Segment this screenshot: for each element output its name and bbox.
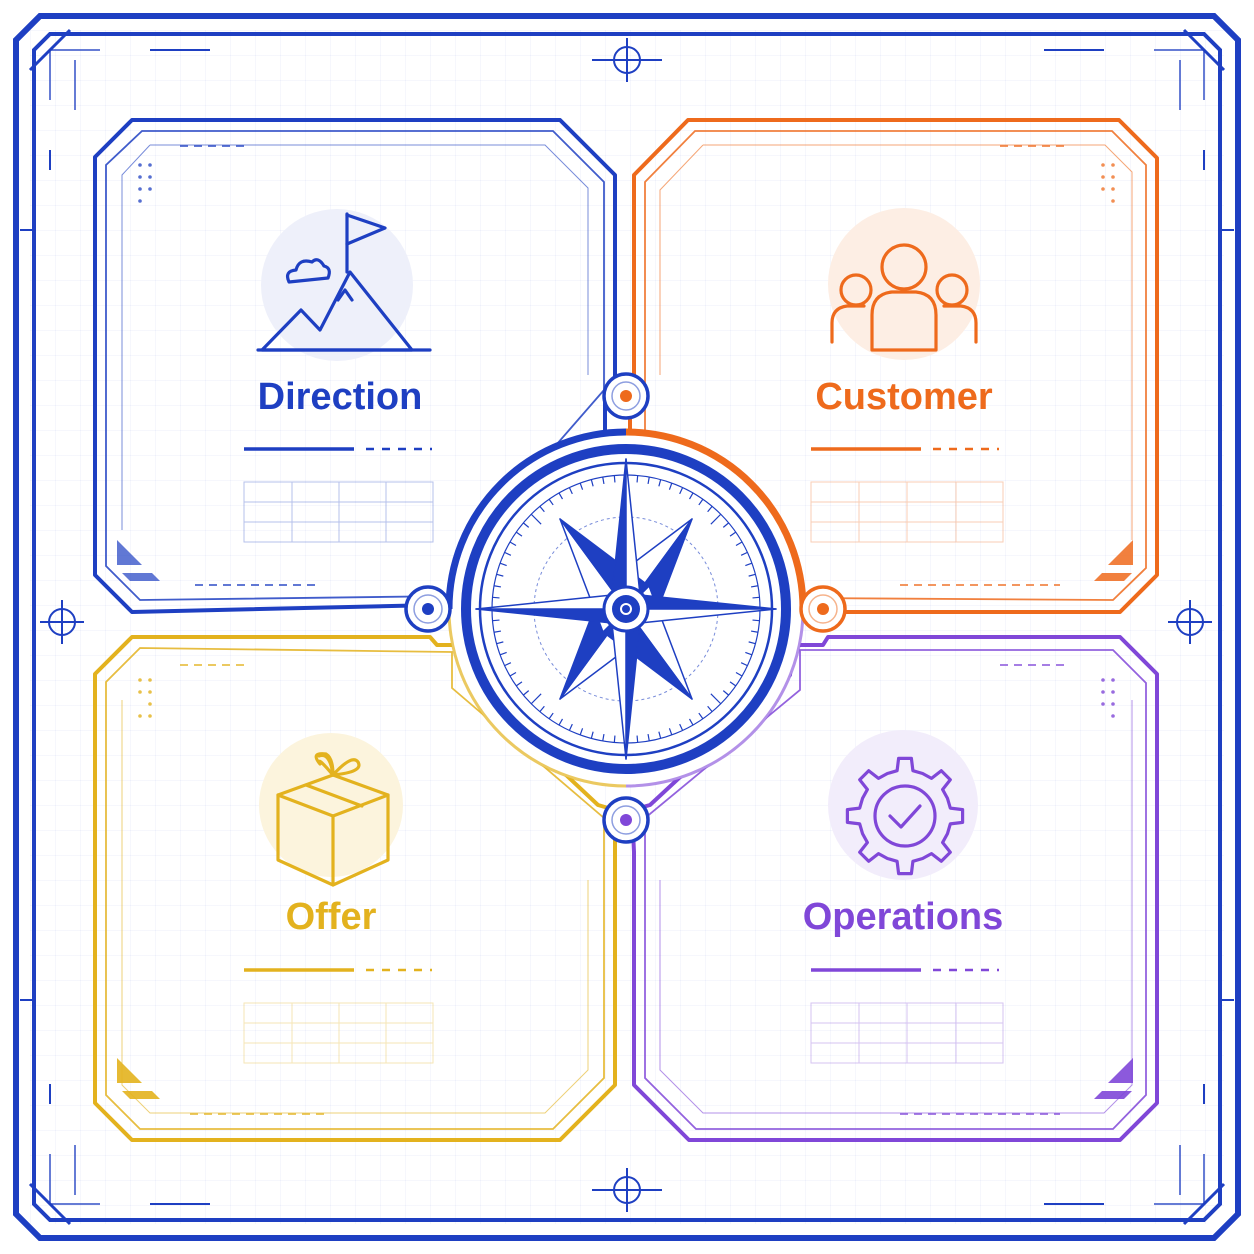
quadrant-label-direction: Direction [258,376,423,418]
placeholder-table-direction [243,481,434,543]
connector-node-bottom [602,796,650,844]
gift-box-icon [259,733,403,887]
placeholder-table-operations [810,1002,1004,1064]
mountain-flag-icon [256,209,432,361]
people-group-icon [828,208,980,360]
quadrant-label-operations: Operations [803,896,1004,938]
compass-rose-icon [445,428,807,788]
connector-node-left [404,585,452,633]
crosshair-right [1168,600,1212,644]
crosshair-left [40,600,84,644]
quadrant-label-offer: Offer [286,896,377,938]
outer-frame [13,13,1241,1241]
placeholder-table-customer [810,481,1004,543]
crosshair-bottom [592,1168,662,1212]
crosshair-top [592,38,662,82]
placeholder-table-offer [243,1002,434,1064]
gear-check-icon [828,730,978,880]
connector-node-right [799,585,847,633]
connector-node-top [602,372,650,420]
quadrant-label-customer: Customer [815,376,993,418]
